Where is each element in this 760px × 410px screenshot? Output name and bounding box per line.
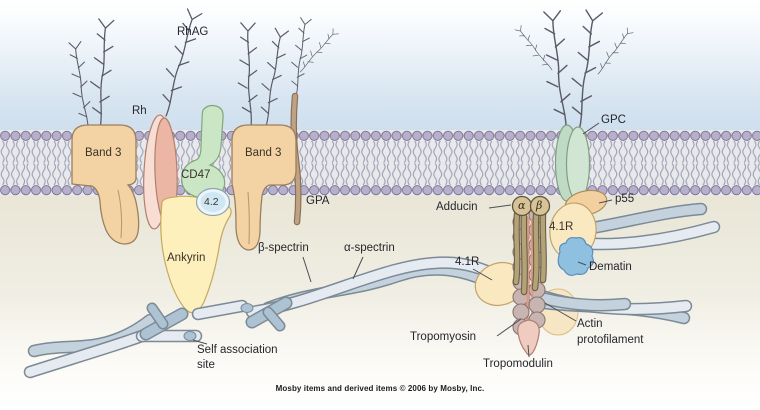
label-gpa: GPA [306,195,330,207]
label-rh: Rh [132,105,147,117]
label-rhag: RhAG [177,26,209,38]
band3-left-protein [71,124,140,245]
label-adducin: Adducin [436,201,478,213]
adducin-stalks [512,210,547,296]
self-association-site-marker [183,331,197,341]
label-beta-spectrin: β-spectrin [258,242,309,254]
spectrin-junction [139,296,293,341]
label-band3-left: Band 3 [85,147,122,159]
adducin-subunits [511,195,551,217]
label-41r-upper: 4.1R [549,221,574,233]
label-pointer-lines [192,122,613,358]
label-adducin-beta: β [536,199,543,212]
band3-right-protein [231,124,297,251]
self-association-site-marker [240,303,254,313]
label-self-association-line1: Self association [197,344,278,356]
label-protein-42: 4.2 [204,196,219,208]
protein-4-2 [195,187,231,217]
label-band3-right: Band 3 [245,147,282,159]
extracellular-background [0,0,760,130]
label-self-association-site: Self association site [197,343,278,373]
label-cd47: CD47 [181,169,211,181]
dematin-protein [557,236,594,276]
label-41r-lower: 4.1R [455,256,480,268]
tropomodulin-protein [517,319,540,356]
label-tropomyosin: Tropomyosin [410,331,477,343]
label-self-association-line2: site [197,359,215,371]
label-actin-line1: Actin [577,318,603,330]
spectrin-network [23,256,693,379]
label-actin-protofilament: Actin protofilament [577,316,643,348]
copyright-text: Mosby items and derived items © 2006 by … [275,384,485,393]
label-actin-line2: protofilament [577,334,644,346]
label-ankyrin: Ankyrin [167,252,206,264]
label-dematin: Dematin [589,261,632,273]
ankyrin-protein [160,195,232,314]
label-tropomodulin: Tropomodulin [483,358,553,370]
label-gpc: GPC [601,114,626,126]
label-alpha-spectrin: α-spectrin [344,242,395,254]
label-p55: p55 [615,193,635,205]
label-adducin-alpha: α [518,199,526,212]
gpc-protein [554,124,591,202]
